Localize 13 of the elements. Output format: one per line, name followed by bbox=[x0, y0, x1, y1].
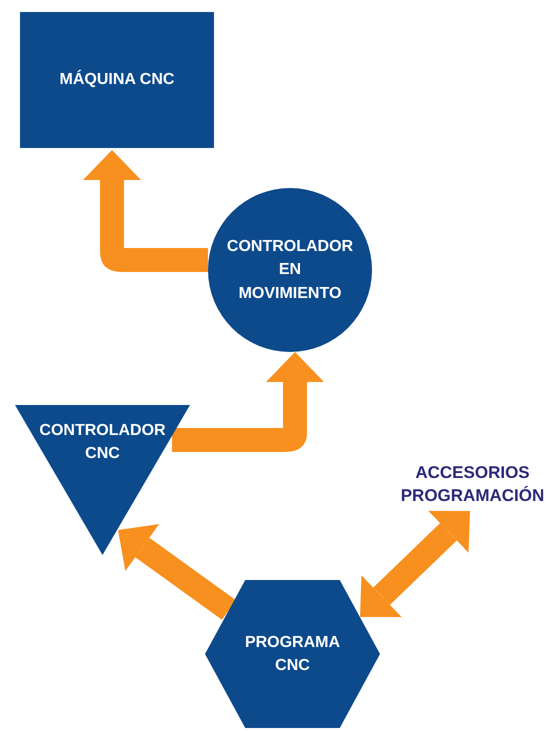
node-label: ACCESORIOS PROGRAMACIÓN bbox=[400, 462, 546, 507]
process-triangle bbox=[15, 405, 190, 555]
arrow bbox=[172, 352, 324, 452]
process-hexagon bbox=[205, 580, 380, 728]
node-label: CONTROLADOR CNC bbox=[38, 420, 167, 464]
node-label: CONTROLADOR EN MOVIMIENTO bbox=[226, 237, 354, 304]
node-label: MÁQUINA CNC bbox=[60, 68, 174, 90]
process-circle bbox=[208, 188, 372, 352]
arrow bbox=[360, 510, 470, 618]
arrow bbox=[118, 524, 236, 620]
process-box bbox=[20, 12, 214, 148]
arrow bbox=[83, 150, 208, 272]
node-label: PROGRAMA CNC bbox=[244, 632, 342, 676]
